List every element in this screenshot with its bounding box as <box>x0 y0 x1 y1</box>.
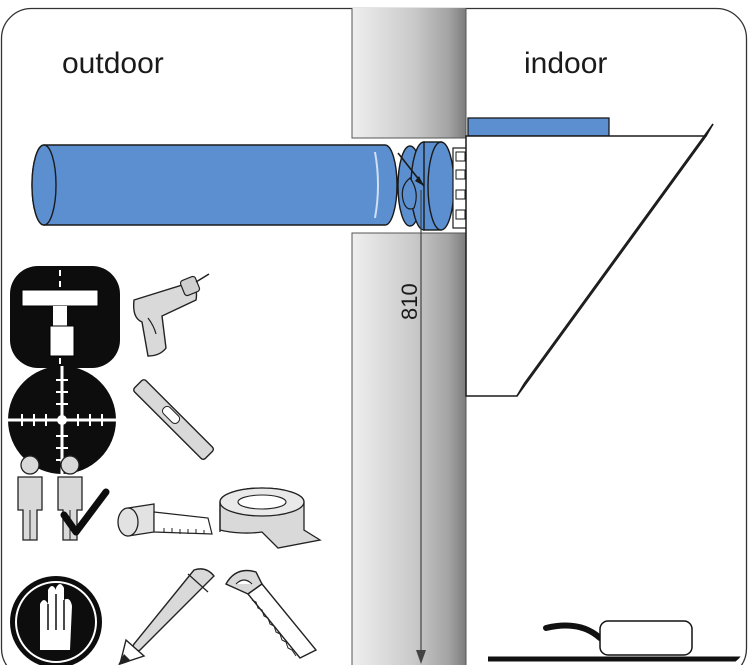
wall-lower <box>351 232 467 665</box>
wall <box>351 8 467 665</box>
wall-upper <box>351 8 467 139</box>
adhesive-tape-icon <box>219 487 322 549</box>
gloves-icon <box>10 576 102 665</box>
two-persons-icon <box>17 455 110 541</box>
outdoor-label: outdoor <box>62 47 164 80</box>
duct-tube <box>31 144 398 226</box>
tape-measure-icon <box>117 503 213 537</box>
dimension-line: 810 <box>397 190 426 664</box>
crosshair-icon <box>8 366 116 474</box>
drill-icon <box>132 273 210 357</box>
fan-unit <box>397 141 469 231</box>
cooker-hood <box>465 117 714 397</box>
hood-top-plate <box>467 117 610 137</box>
template-icon <box>10 266 120 368</box>
dimension-label: 810 <box>397 283 422 320</box>
cooktop-pan <box>488 620 747 662</box>
spirit-level-icon <box>133 379 215 461</box>
pencil-icon <box>118 568 215 665</box>
saw-icon <box>225 569 318 659</box>
indoor-label: indoor <box>524 47 607 80</box>
